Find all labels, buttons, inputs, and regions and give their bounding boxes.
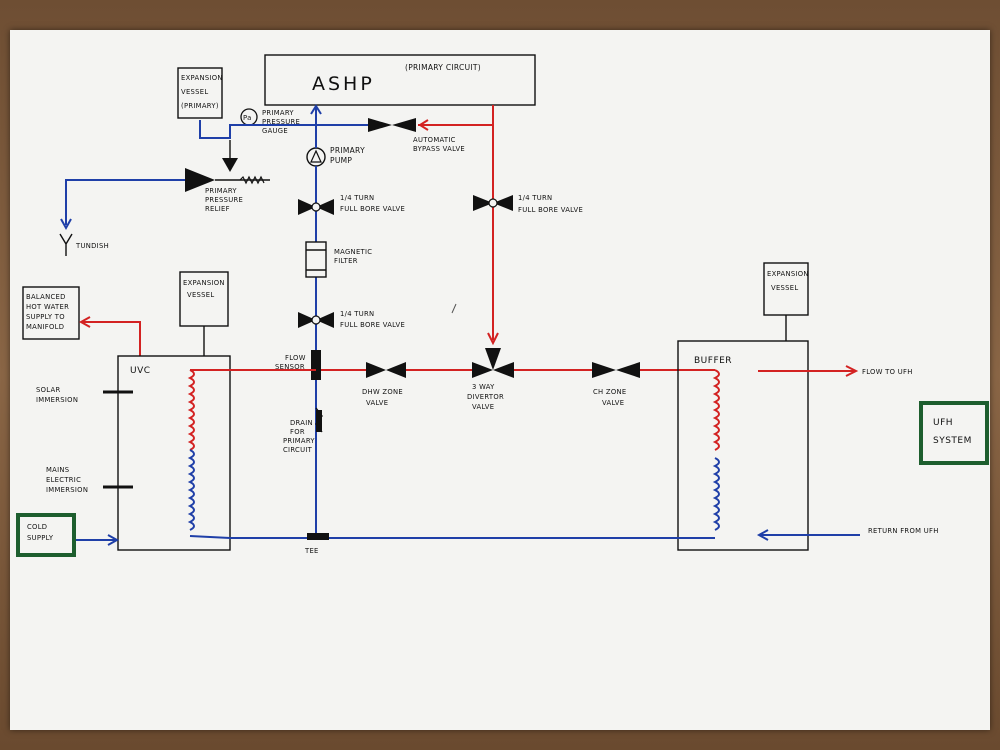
mains-electric-l2-text: ELECTRIC [46,476,81,484]
balanced-hot-water-box: BALANCED HOT WATER SUPPLY TO MANIFOLD [22,286,80,340]
quarter-turn-valve-2: 1/4 TURN FULL BORE VALVE [473,194,583,214]
magnetic-filter-l2-text: FILTER [334,257,358,265]
balanced-hw-l1-text: BALANCED [26,293,66,301]
primary-pressure-relief-l1-text: PRIMARY [205,187,237,195]
expansion-vessel-l1-text: EXPANSION [183,279,225,287]
quarter-turn-valve-1-l1-text: 1/4 TURN [340,194,374,202]
tundish: TUNDISH [59,233,109,256]
mains-electric-label: MAINS [46,466,69,474]
ch-zone-l1-text: CH ZONE [593,388,627,396]
magnetic-filter-l1-text: MAGNETIC [334,248,372,256]
expansion-vessel-primary-l3-text: (PRIMARY) [181,102,219,110]
primary-pressure-gauge-l1-text: PRIMARY [262,109,294,117]
drain-l3-text: PRIMARY [283,437,315,445]
drain-valve: DRAIN FOR PRIMARY CIRCUIT [283,407,323,454]
balanced-hw-l2-text: HOT WATER [26,303,69,311]
primary-pump-l2-text: PUMP [330,156,352,165]
buffer-tank: BUFFER [677,340,809,551]
mains-electric-l3-text: IMMERSION [46,486,88,494]
uvc-label: UVC [130,366,151,376]
expansion-vessel-uvc: EXPANSION VESSEL [179,271,229,356]
expansion-vessel-buffer: EXPANSION VESSEL [763,262,809,341]
buffer-label: BUFFER [694,356,732,366]
flow-sensor-l1-text: FLOW [285,354,306,362]
expansion-vessel-buffer-l2-text: VESSEL [771,284,798,292]
dhw-zone-l1-text: DHW ZONE [362,388,403,396]
three-way-l2-text: DIVERTOR [467,393,504,401]
dhw-zone-l2-text: VALVE [366,399,388,407]
balanced-hw-l4-text: MANIFOLD [26,323,64,331]
ashp-unit: ASHP (PRIMARY CIRCUIT) [264,54,536,106]
expansion-vessel-primary-l2-text: VESSEL [181,88,208,96]
drain-l4-text: CIRCUIT [283,446,313,454]
automatic-bypass-l2-text: BYPASS VALVE [413,145,465,153]
balanced-hw-l3-text: SUPPLY TO [26,313,65,321]
ufh-system-box: UFH SYSTEM [919,401,989,465]
three-way-divertor-valve: 3 WAY DIVERTOR VALVE [467,348,514,411]
three-way-l1-text: 3 WAY [472,383,495,391]
expansion-vessel-primary: EXPANSION VESSEL (PRIMARY) [177,67,223,119]
primary-pressure-gauge-l2-text: PRESSURE [262,118,300,126]
tundish-label: TUNDISH [75,242,109,250]
cold-supply-l1-text: COLD [27,523,47,531]
gauge-symbol: Pa [243,114,252,122]
solar-immersion-label: SOLAR [36,386,60,394]
ch-zone-valve: CH ZONE VALVE [592,362,640,407]
relief-discharge-pipe [65,179,185,225]
return-from-ufh-label: RETURN FROM UFH [868,527,939,535]
quarter-turn-valve-2-l1-text: 1/4 TURN [518,194,552,202]
primary-pump-l1-text: PRIMARY [330,146,365,155]
quarter-turn-valve-1: 1/4 TURN FULL BORE VALVE [298,194,405,215]
magnetic-filter: MAGNETIC FILTER [305,241,372,278]
cold-supply-l2-text: SUPPLY [27,534,54,542]
expansion-vessel-primary-l1-text: EXPANSION [181,74,223,82]
automatic-bypass-valve: AUTOMATIC BYPASS VALVE [368,118,465,153]
hot-water-outlet-pipe [82,321,141,356]
flow-sensor: FLOW SENSOR [275,350,321,380]
quarter-turn-valve-1-l2-text: FULL BORE VALVE [340,205,405,213]
uvc-cylinder: UVC [103,355,231,551]
ufh-system-l1-text: UFH [933,418,953,428]
flow-sensor-l2-text: SENSOR [275,363,305,371]
dhw-zone-valve: DHW ZONE VALVE [362,362,406,407]
expansion-vessel-buffer-l1-text: EXPANSION [767,270,809,278]
quarter-turn-valve-3-l1-text: 1/4 TURN [340,310,374,318]
tee-label: TEE [304,547,319,555]
primary-pressure-gauge: Pa PRIMARY PRESSURE GAUGE [240,108,300,135]
expansion-vessel-l2-text: VESSEL [187,291,214,299]
paper-sheet [10,30,990,730]
drain-l1-text: DRAIN [290,419,313,427]
cold-supply-box: COLD SUPPLY [16,513,76,557]
primary-return-pipe-top [199,120,316,139]
ufh-system-l2-text: SYSTEM [933,436,972,446]
quarter-turn-valve-3: 1/4 TURN FULL BORE VALVE [298,310,405,329]
primary-pressure-relief: PRIMARY PRESSURE RELIEF [185,140,270,213]
drain-l2-text: FOR [290,428,305,436]
quarter-turn-valve-3-l2-text: FULL BORE VALVE [340,321,405,329]
primary-pump: PRIMARY PUMP [306,146,365,167]
quarter-turn-valve-2-l2-text: FULL BORE VALVE [518,206,583,214]
flow-to-ufh-label: FLOW TO UFH [862,368,913,376]
common-return-pipe [189,535,715,539]
primary-pressure-relief-l2-text: PRESSURE [205,196,243,204]
three-way-l3-text: VALVE [472,403,494,411]
primary-pressure-relief-l3-text: RELIEF [205,205,230,213]
primary-pressure-gauge-l3-text: GAUGE [262,127,288,135]
ch-zone-l2-text: VALVE [602,399,624,407]
tee-fitting: TEE [304,533,329,555]
automatic-bypass-l1-text: AUTOMATIC [413,136,456,144]
solar-immersion-l2-text: IMMERSION [36,396,78,404]
ashp-label: ASHP [312,73,375,95]
primary-circuit-label: (PRIMARY CIRCUIT) [405,63,481,72]
